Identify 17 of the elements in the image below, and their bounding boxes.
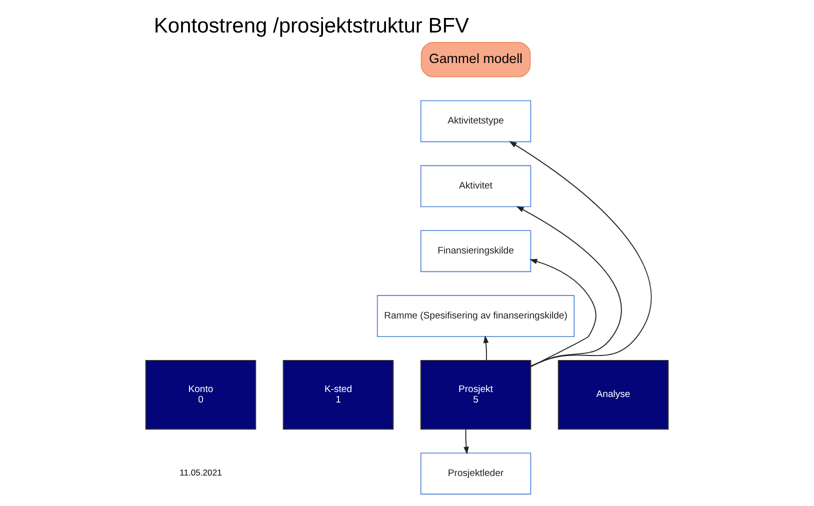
node-box: Ramme (Spesifisering av finanseringskilde) [376,295,575,338]
node-box: K-sted 1 [282,360,394,430]
node-box: Aktivitet [420,165,532,208]
node-box: Konto 0 [145,360,256,430]
arrow [464,428,469,454]
label: 11.05.2021 [180,468,222,478]
arrow [516,206,622,367]
node-box: Aktivitetstype [420,100,532,142]
arrow [509,141,652,366]
node-box: Gammel modell [420,42,531,78]
node-box: Prosjekt 5 [420,360,532,430]
node-box: Analyse [558,360,669,430]
arrow [529,258,596,368]
node-box: Prosjektleder [420,452,532,495]
diagram-title: Kontostreng /prosjektstruktur BFV [154,14,470,38]
arrow [483,335,489,361]
node-box: Finansieringskilde [420,230,532,272]
